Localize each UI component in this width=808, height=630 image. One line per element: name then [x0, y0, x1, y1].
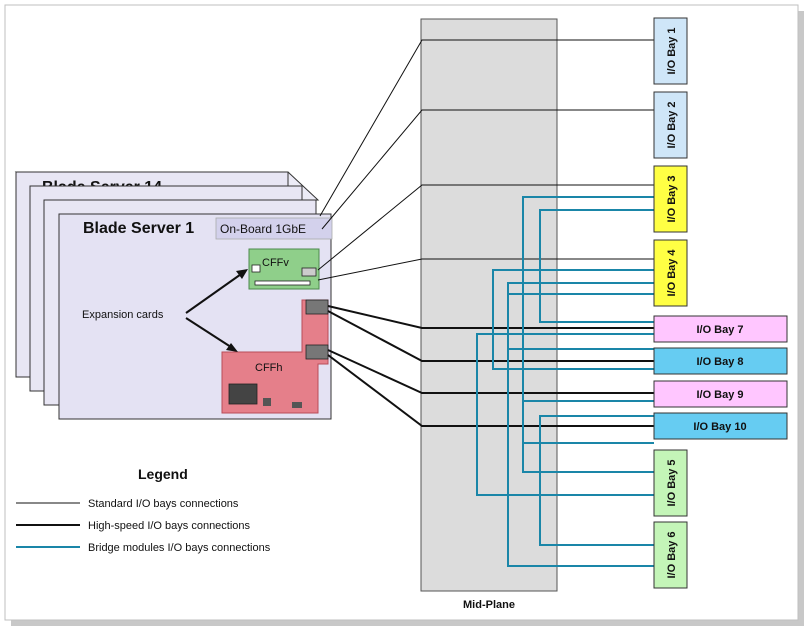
- bridge-line-5: [476, 333, 654, 496]
- io-bay-7-label: I/O Bay 7: [696, 324, 743, 336]
- cffv-chip: [251, 264, 261, 273]
- cffv-port: [301, 267, 317, 277]
- legend: Legend Standard I/O bays connections Hig…: [16, 466, 271, 554]
- legend-label-highspeed: High-speed I/O bays connections: [88, 520, 251, 532]
- hs-line-bay10: [327, 354, 654, 427]
- cffv-label: CFFv: [262, 257, 289, 269]
- bridge-line-3: [492, 269, 654, 370]
- arrow-to-cffv: [185, 271, 245, 314]
- std-line-bay1: [319, 39, 654, 217]
- io-bay-5-label: I/O Bay 5: [666, 459, 678, 506]
- cffh-chip: [228, 383, 258, 405]
- onboard-nic: [215, 217, 333, 240]
- io-bay-10: [653, 412, 788, 440]
- midplane: [420, 18, 558, 592]
- cffh-component: [263, 398, 271, 406]
- std-line-bay3: [317, 184, 654, 271]
- io-bay-10-label: I/O Bay 10: [693, 421, 746, 433]
- legend-label-bridge: Bridge modules I/O bays connections: [88, 542, 271, 554]
- io-bay-3-label: I/O Bay 3: [666, 175, 678, 222]
- io-bay-5: [653, 449, 688, 517]
- legend-label-standard: Standard I/O bays connections: [88, 498, 239, 510]
- io-bay-7: [653, 315, 788, 343]
- std-line-bay4: [317, 258, 654, 281]
- io-bay-1-label: I/O Bay 1: [666, 27, 678, 74]
- io-bay-6: [653, 521, 688, 589]
- bridge-line-2: [539, 209, 654, 323]
- expansion-cards-label: Expansion cards: [82, 309, 164, 321]
- std-line-bay2: [321, 109, 654, 230]
- cffv-connector: [254, 280, 311, 286]
- cffh-label: CFFh: [255, 362, 283, 374]
- io-bay-2: [653, 91, 688, 159]
- io-bay-1: [653, 17, 688, 85]
- legend-title: Legend: [138, 466, 188, 482]
- io-bay-2-label: I/O Bay 2: [666, 101, 678, 148]
- io-bay-6-label: I/O Bay 6: [666, 531, 678, 578]
- connection-lines: [317, 39, 654, 567]
- arrowhead-cffh: [226, 343, 238, 352]
- hs-line-bay8: [327, 310, 654, 362]
- hs-line-bay9: [327, 349, 654, 394]
- io-bay-8: [653, 347, 788, 375]
- bridge-line-8: [507, 293, 654, 567]
- hs-line-bay7: [327, 305, 654, 329]
- io-bay-4-label: I/O Bay 4: [666, 249, 678, 297]
- io-bays: I/O Bay 1 I/O Bay 2 I/O Bay 3 I/O Bay 4 …: [653, 17, 788, 589]
- onboard-nic-label: On-Board 1GbE: [220, 222, 306, 236]
- cffh-component-2: [292, 402, 302, 408]
- io-bay-4: [653, 239, 688, 307]
- midplane-label: Mid-Plane: [463, 599, 515, 611]
- blade-server-stack: Blade Server 14 Blade Server 1 On-Board …: [14, 171, 333, 420]
- blade-1-title: Blade Server 1: [83, 220, 194, 237]
- bridge-line-6: [522, 400, 654, 444]
- arrow-to-cffh: [185, 317, 235, 350]
- bridge-line-7: [539, 415, 654, 546]
- arrowhead-cffv: [236, 269, 248, 279]
- io-bay-3: [653, 165, 688, 233]
- io-bay-9-label: I/O Bay 9: [696, 389, 743, 401]
- io-bay-8-label: I/O Bay 8: [696, 356, 743, 368]
- cffh-port-2: [305, 344, 329, 360]
- io-bay-9: [653, 380, 788, 408]
- cffh-port-1: [305, 299, 329, 315]
